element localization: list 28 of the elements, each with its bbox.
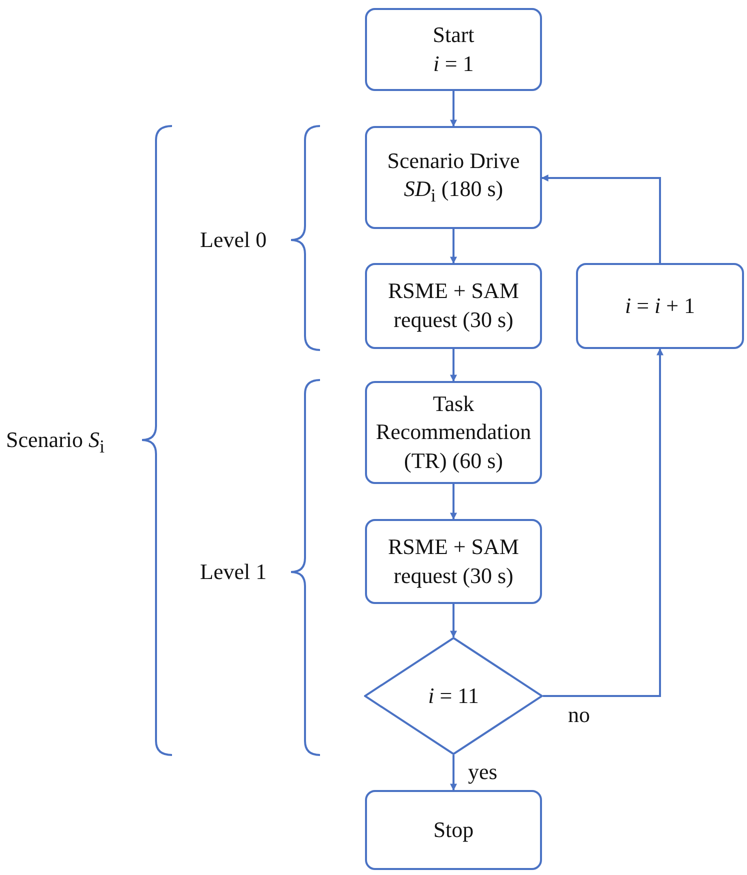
node-text: Scenario Drive SD$_{i}$ (180 s) [386,146,521,208]
node-text: i = 11 [428,682,479,710]
process-box [576,263,744,349]
node-text: Stop [433,816,474,844]
process-box [365,381,542,484]
arrow [543,348,664,697]
arrow [450,91,457,127]
decision-diamond [364,637,543,755]
process-box [365,519,542,604]
process-box [365,790,542,870]
arrow [541,174,661,263]
level-label: Scenario S$_{i}$ [6,429,105,456]
arrow [450,755,457,791]
process-box [365,126,542,229]
process-box [365,263,542,349]
arrow [450,349,457,382]
arrow [450,484,457,520]
process-box [365,8,542,91]
level-label: Level 0 [200,229,267,251]
node-text: i = i + 1 [624,292,696,320]
node-text: RSME + SAM request (30 s) [386,532,520,590]
node-text: RSME + SAM request (30 s) [386,277,520,334]
level-label: Level 1 [200,561,267,583]
arrow [450,229,457,264]
node-text: Start [432,20,474,49]
node-text: i = 1 [433,50,474,78]
node-text: Task Recommendation (TR) (60 s) [374,390,532,475]
arrow [450,604,457,638]
